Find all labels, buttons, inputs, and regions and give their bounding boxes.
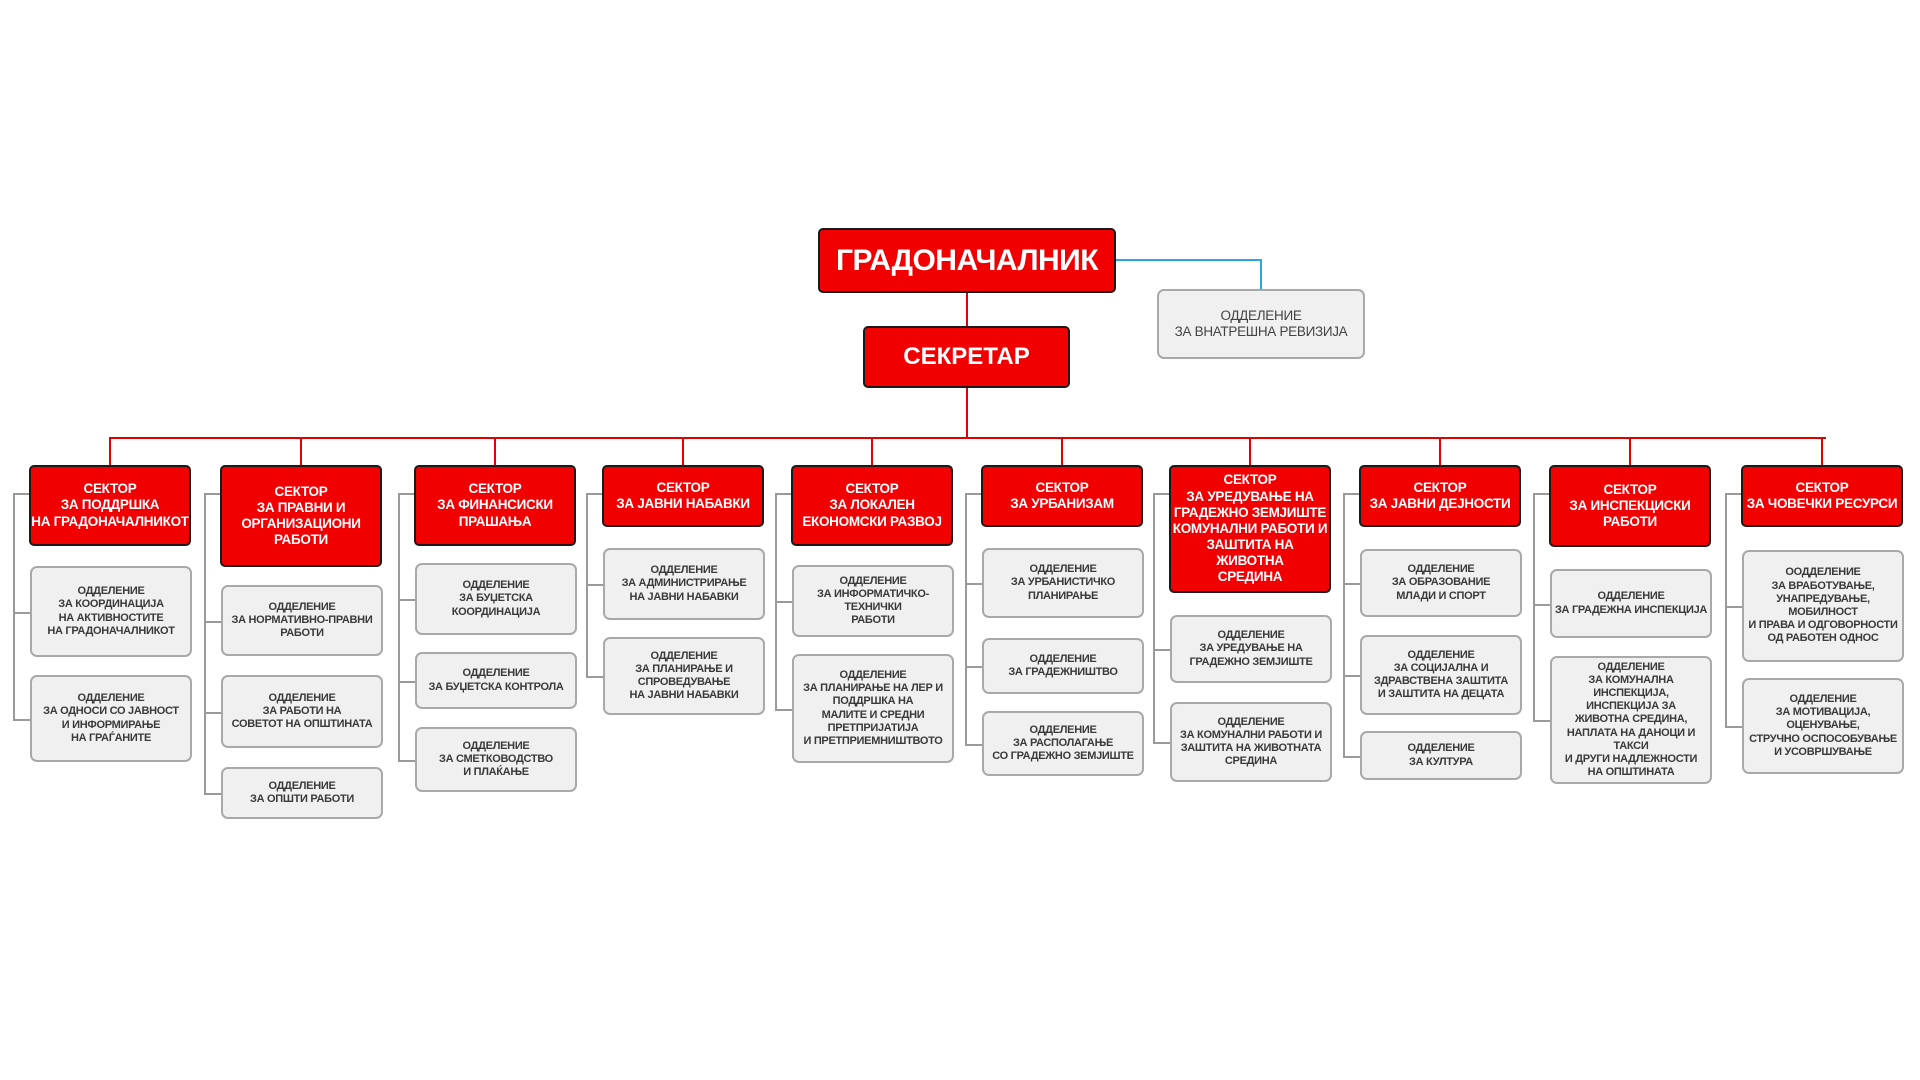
sector-box[interactable]: СЕКТОР ЗА ЈАВНИ ДЕЈНОСТИ xyxy=(1359,465,1521,527)
sector-box[interactable]: СЕКТОР ЗА ПОДДРШКА НА ГРАДОНАЧАЛНИКОТ xyxy=(29,465,191,546)
department-box[interactable]: ОДДЕЛЕНИЕ ЗА КУЛТУРА xyxy=(1360,731,1522,780)
sector-box[interactable]: СЕКТОР ЗА ПРАВНИ И ОРГАНИЗАЦИОНИ РАБОТИ xyxy=(220,465,382,567)
department-stub-line xyxy=(1343,493,1359,495)
department-stub-line xyxy=(965,743,982,746)
department-stub-line xyxy=(204,793,221,795)
sector-connector xyxy=(1061,437,1063,465)
department-stub-line xyxy=(1533,720,1550,722)
department-box[interactable]: ОДДЕЛЕНИЕ ЗА КОМУНАЛНИ РАБОТИ И ЗАШТИТА … xyxy=(1170,702,1332,782)
department-box[interactable]: ОДДЕЛЕНИЕ ЗА ПЛАНИРАЊЕ И СПРОВЕДУВАЊЕ НА… xyxy=(603,637,765,715)
sector-connector xyxy=(1439,437,1441,465)
department-box[interactable]: ОДДЕЛЕНИЕ ЗА РАСПОЛАГАЊЕ СО ГРАДЕЖНО ЗЕМ… xyxy=(982,711,1144,776)
sector-box[interactable]: СЕКТОР ЗА УРБАНИЗАМ xyxy=(981,465,1143,527)
department-stub-line xyxy=(1343,675,1360,677)
sector-connector xyxy=(109,437,111,465)
sector-connector xyxy=(1821,437,1823,465)
department-box[interactable]: ОДДЕЛЕНИЕ ЗА ОПШТИ РАБОТИ xyxy=(221,767,383,819)
department-stub-line xyxy=(1343,583,1360,585)
secretary-box[interactable]: СЕКРЕТАР xyxy=(863,326,1070,388)
department-stub-line xyxy=(1725,493,1741,495)
department-box[interactable]: ОДДЕЛЕНИЕ ЗА ГРАДЕЖНИШТВО xyxy=(982,638,1144,694)
department-stub-line xyxy=(1153,742,1170,744)
department-stub-line xyxy=(965,666,982,668)
department-box[interactable]: ООДДЕЛЕНИЕ ЗА ВРАБОТУВАЊЕ, УНАПРЕДУВАЊЕ,… xyxy=(1742,550,1904,662)
department-stub-line xyxy=(398,680,415,683)
department-stub-line xyxy=(586,493,602,495)
department-stub-line xyxy=(204,711,221,714)
department-stub-line xyxy=(204,493,220,495)
department-trunk-line xyxy=(204,493,206,793)
department-box[interactable]: ОДДЕЛЕНИЕ ЗА РАБОТИ НА СОВЕТОТ НА ОПШТИН… xyxy=(221,675,383,748)
department-trunk-line xyxy=(1533,493,1535,720)
department-box[interactable]: ОДДЕЛЕНИЕ ЗА БУЏЕТСКА КОНТРОЛА xyxy=(415,652,577,709)
department-stub-line xyxy=(586,676,603,678)
department-box[interactable]: ОДДЕЛЕНИЕ ЗА УРБАНИСТИЧКО ПЛАНИРАЊЕ xyxy=(982,548,1144,618)
sector-box[interactable]: СЕКТОР ЗА ЈАВНИ НАБАВКИ xyxy=(602,465,764,527)
department-trunk-line xyxy=(1153,493,1155,742)
department-trunk-line xyxy=(775,493,777,709)
department-box[interactable]: ОДДЕЛЕНИЕ ЗА НОРМАТИВНО-ПРАВНИ РАБОТИ xyxy=(221,585,383,656)
department-stub-line xyxy=(1533,603,1550,606)
department-trunk-line xyxy=(965,493,967,744)
department-stub-line xyxy=(398,493,414,495)
sector-connector xyxy=(494,437,496,465)
sector-connector xyxy=(682,437,684,465)
department-box[interactable]: ОДДЕЛЕНИЕ ЗА ГРАДЕЖНА ИНСПЕКЦИЈА xyxy=(1550,569,1712,638)
department-stub-line xyxy=(1153,649,1170,651)
mayor-box[interactable]: ГРАДОНАЧАЛНИК xyxy=(818,228,1116,293)
internal-audit-box[interactable]: ОДДЕЛЕНИЕ ЗА ВНАТРЕШНА РЕВИЗИЈА xyxy=(1157,289,1365,359)
department-box[interactable]: ОДДЕЛЕНИЕ ЗА СМЕТКОВОДСТВО И ПЛАЌАЊЕ xyxy=(415,727,577,792)
sectors-bus-line xyxy=(111,437,1826,439)
department-stub-line xyxy=(1725,726,1742,728)
department-box[interactable]: ОДДЕЛЕНИЕ ЗА МОТИВАЦИЈА, ОЦЕНУВАЊЕ, СТРУ… xyxy=(1742,678,1904,774)
sector-connector xyxy=(1249,437,1251,465)
department-stub-line xyxy=(1343,755,1360,758)
department-stub-line xyxy=(775,493,791,495)
department-box[interactable]: ОДДЕЛЕНИЕ ЗА ОДНОСИ СО ЈАВНОСТ И ИНФОРМИ… xyxy=(30,675,192,762)
department-stub-line xyxy=(775,601,792,603)
department-box[interactable]: ОДДЕЛЕНИЕ ЗА ОБРАЗОВАНИЕ МЛАДИ И СПОРТ xyxy=(1360,549,1522,617)
department-stub-line xyxy=(1153,493,1169,495)
department-trunk-line xyxy=(1725,493,1727,726)
department-trunk-line xyxy=(13,493,15,719)
department-box[interactable]: ОДДЕЛЕНИЕ ЗА КОМУНАЛНА ИНСПЕКЦИЈА, ИНСПЕ… xyxy=(1550,656,1712,784)
department-stub-line xyxy=(775,708,792,711)
department-stub-line xyxy=(398,759,415,762)
sector-connector xyxy=(300,437,302,465)
sector-box[interactable]: СЕКТОР ЗА ЛОКАЛЕН ЕКОНОМСКИ РАЗВОЈ xyxy=(791,465,953,546)
department-box[interactable]: ОДДЕЛЕНИЕ ЗА КООРДИНАЦИЈА НА АКТИВНОСТИТ… xyxy=(30,566,192,657)
sector-connector xyxy=(871,437,873,465)
department-box[interactable]: ОДДЕЛЕНИЕ ЗА ИНФОРМАТИЧКО-ТЕХНИЧКИ РАБОТ… xyxy=(792,565,954,637)
department-stub-line xyxy=(13,718,30,721)
department-stub-line xyxy=(965,493,981,495)
department-stub-line xyxy=(586,584,603,586)
department-box[interactable]: ОДДЕЛЕНИЕ ЗА СОЦИЈАЛНА И ЗДРАВСТВЕНА ЗАШ… xyxy=(1360,635,1522,715)
department-stub-line xyxy=(13,611,30,614)
department-stub-line xyxy=(1533,493,1549,495)
audit-connector-v xyxy=(1260,259,1262,290)
department-trunk-line xyxy=(1343,493,1345,756)
sector-box[interactable]: СЕКТОР ЗА ФИНАНСИСКИ ПРАШАЊА xyxy=(414,465,576,546)
sector-connector xyxy=(1629,437,1631,465)
department-box[interactable]: ОДДЕЛЕНИЕ ЗА ПЛАНИРАЊЕ НА ЛЕР И ПОДДРШКА… xyxy=(792,654,954,763)
department-stub-line xyxy=(1725,606,1742,608)
department-trunk-line xyxy=(398,493,400,760)
department-box[interactable]: ОДДЕЛЕНИЕ ЗА АДМИНИСТРИРАЊЕ НА ЈАВНИ НАБ… xyxy=(603,548,765,620)
department-box[interactable]: ОДДЕЛЕНИЕ ЗА УРЕДУВАЊЕ НА ГРАДЕЖНО ЗЕМЈИ… xyxy=(1170,615,1332,683)
sector-box[interactable]: СЕКТОР ЗА ИНСПЕКЦИСКИ РАБОТИ xyxy=(1549,465,1711,547)
department-box[interactable]: ОДДЕЛЕНИЕ ЗА БУЏЕТСКА КООРДИНАЦИЈА xyxy=(415,563,577,635)
sector-box[interactable]: СЕКТОР ЗА УРЕДУВАЊЕ НА ГРАДЕЖНО ЗЕМЈИШТЕ… xyxy=(1169,465,1331,593)
audit-connector-h xyxy=(1116,259,1262,261)
department-stub-line xyxy=(398,599,415,601)
department-stub-line xyxy=(204,620,221,623)
department-stub-line xyxy=(965,583,982,585)
department-stub-line xyxy=(13,493,29,495)
sector-box[interactable]: СЕКТОР ЗА ЧОВЕЧКИ РЕСУРСИ xyxy=(1741,465,1903,527)
